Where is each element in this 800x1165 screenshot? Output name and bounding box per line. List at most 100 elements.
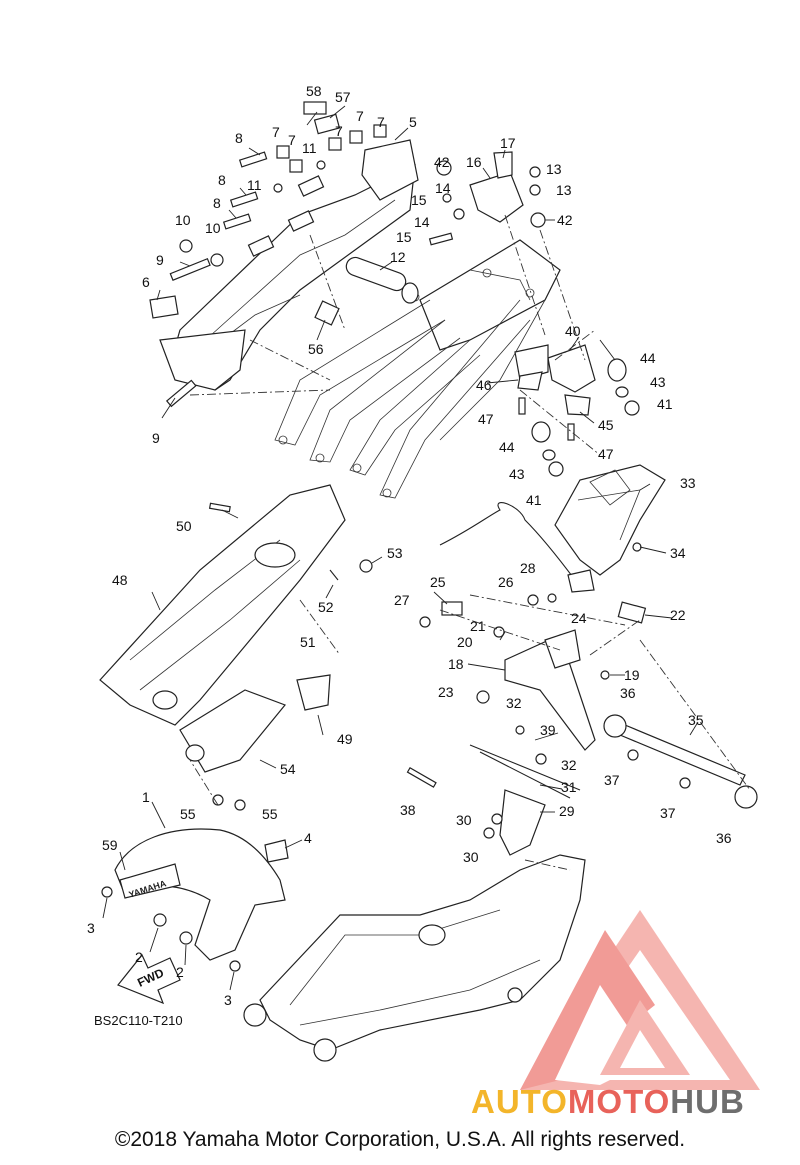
part-label: 45 bbox=[598, 417, 614, 433]
part-label: 48 bbox=[112, 572, 128, 588]
part-label: 13 bbox=[556, 182, 572, 198]
part-number-labels: 58 57 5 7 7 7 7 7 8 8 8 11 11 10 10 9 9 … bbox=[87, 83, 732, 1008]
part-label: 7 bbox=[356, 108, 364, 124]
watermark-part-hub: HUB bbox=[670, 1083, 745, 1120]
leader-lines bbox=[102, 105, 699, 991]
part-label: 51 bbox=[300, 634, 316, 650]
part-label: 44 bbox=[640, 350, 656, 366]
part-label: 31 bbox=[561, 779, 577, 795]
part-label: 8 bbox=[213, 195, 221, 211]
part-label: 56 bbox=[308, 341, 324, 357]
copyright-notice: ©2018 Yamaha Motor Corporation, U.S.A. A… bbox=[114, 1128, 686, 1151]
side-brackets bbox=[514, 344, 640, 477]
upper-mount-16 bbox=[428, 151, 546, 246]
part-label: 6 bbox=[142, 274, 150, 290]
part-label: 54 bbox=[280, 761, 296, 777]
part-label: 20 bbox=[457, 634, 473, 650]
part-label: 2 bbox=[176, 964, 184, 980]
license-bracket-18 bbox=[419, 601, 647, 751]
part-label: 3 bbox=[224, 992, 232, 1008]
reflector-bracket-35 bbox=[603, 714, 758, 809]
part-label: 18 bbox=[448, 656, 464, 672]
part-label: 41 bbox=[657, 396, 673, 412]
lower-bracket-29 bbox=[406, 725, 581, 856]
part-label: 1 bbox=[142, 789, 150, 805]
part-label: 49 bbox=[337, 731, 353, 747]
part-label: 37 bbox=[604, 772, 620, 788]
part-label: 32 bbox=[506, 695, 522, 711]
part-label: 16 bbox=[466, 154, 482, 170]
part-label: 29 bbox=[559, 803, 575, 819]
grab-bar-12 bbox=[314, 256, 419, 326]
rear-fender-48 bbox=[99, 484, 373, 726]
part-label: 55 bbox=[180, 806, 196, 822]
part-label: 7 bbox=[335, 123, 343, 139]
part-label: 43 bbox=[650, 374, 666, 390]
part-label: 36 bbox=[620, 685, 636, 701]
part-label: 15 bbox=[396, 229, 412, 245]
part-label: 9 bbox=[156, 252, 164, 268]
fwd-arrow-icon: FWD bbox=[117, 953, 181, 1005]
part-label: 21 bbox=[470, 618, 486, 634]
part-label: 53 bbox=[387, 545, 403, 561]
part-label: 9 bbox=[152, 430, 160, 446]
part-label: 37 bbox=[660, 805, 676, 821]
part-label: 42 bbox=[557, 212, 573, 228]
part-label: 24 bbox=[571, 610, 587, 626]
part-label: 41 bbox=[526, 492, 542, 508]
part-label: 14 bbox=[414, 214, 430, 230]
rear-frame bbox=[274, 239, 561, 499]
part-label: 10 bbox=[205, 220, 221, 236]
part-label: 11 bbox=[247, 177, 262, 193]
part-label: 58 bbox=[306, 83, 322, 99]
part-label: 27 bbox=[394, 592, 410, 608]
part-label: 5 bbox=[409, 114, 417, 130]
part-label: 11 bbox=[302, 140, 317, 156]
part-label: 22 bbox=[670, 607, 686, 623]
part-label: 8 bbox=[218, 172, 226, 188]
part-label: 23 bbox=[438, 684, 454, 700]
part-label: 30 bbox=[463, 849, 479, 865]
part-label: 44 bbox=[499, 439, 515, 455]
part-label: 10 bbox=[175, 212, 191, 228]
swing-arm bbox=[243, 854, 586, 1062]
part-label: 7 bbox=[272, 124, 280, 140]
part-label: 15 bbox=[411, 192, 427, 208]
part-label: 46 bbox=[476, 377, 492, 393]
part-label: 7 bbox=[288, 132, 296, 148]
watermark-part-moto: MOTO bbox=[568, 1083, 670, 1120]
watermark-text: AUTOMOTOHUB bbox=[471, 1083, 745, 1120]
part-label: 55 bbox=[262, 806, 278, 822]
part-label: 32 bbox=[561, 757, 577, 773]
part-label: 47 bbox=[478, 411, 494, 427]
splash-panel-54 bbox=[179, 674, 331, 811]
part-label: 13 bbox=[546, 161, 562, 177]
part-label: 4 bbox=[304, 830, 312, 846]
part-label: 59 bbox=[102, 837, 118, 853]
part-label: 43 bbox=[509, 466, 525, 482]
part-label: 52 bbox=[318, 599, 334, 615]
part-label: 35 bbox=[688, 712, 704, 728]
part-label: 33 bbox=[680, 475, 696, 491]
part-label: 40 bbox=[565, 323, 581, 339]
part-label: 38 bbox=[400, 802, 416, 818]
part-label: 28 bbox=[520, 560, 536, 576]
drawing-code: BS2C110-T210 bbox=[94, 1013, 183, 1028]
part-label: 12 bbox=[390, 249, 406, 265]
part-label: 26 bbox=[498, 574, 514, 590]
part-label: 39 bbox=[540, 722, 556, 738]
part-label: 57 bbox=[335, 89, 351, 105]
part-label: 34 bbox=[670, 545, 686, 561]
reference-lines bbox=[189, 214, 751, 871]
part-label: 2 bbox=[135, 949, 143, 965]
front-fender-1: YAMAHA bbox=[101, 828, 289, 972]
part-label: 25 bbox=[430, 574, 446, 590]
part-label: 30 bbox=[456, 812, 472, 828]
watermark-part-auto: AUTO bbox=[471, 1083, 568, 1120]
watermark-logo bbox=[520, 910, 760, 1090]
part-label: 50 bbox=[176, 518, 192, 534]
part-label: 19 bbox=[624, 667, 640, 683]
part-label: 3 bbox=[87, 920, 95, 936]
clips-7 bbox=[276, 101, 387, 173]
